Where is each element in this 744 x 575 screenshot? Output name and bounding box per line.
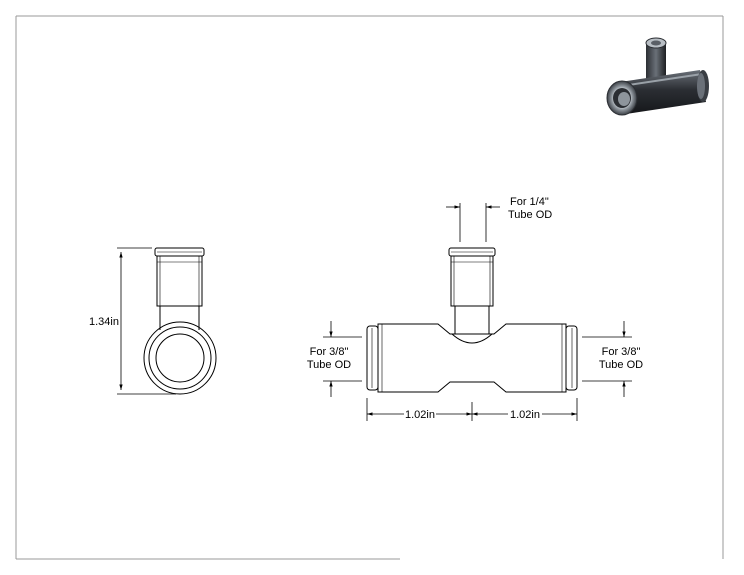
right-tube-label-line1: For 3/8" xyxy=(602,346,641,358)
length-dimension: 1.02in 1.02in xyxy=(366,398,578,421)
right-tube-label-line2: Tube OD xyxy=(599,359,643,371)
height-dimension: 1.34in xyxy=(89,247,176,395)
height-dimension-label: 1.34in xyxy=(89,316,119,328)
left-tube-label-line1: For 3/8" xyxy=(310,346,349,358)
isometric-preview xyxy=(606,37,709,116)
front-view xyxy=(366,247,578,393)
left-length-label: 1.02in xyxy=(405,409,435,421)
right-length-label: 1.02in xyxy=(510,409,540,421)
side-view xyxy=(143,247,217,395)
branch-tube-dimension: For 1/4" Tube OD xyxy=(446,196,552,242)
left-tube-label-line2: Tube OD xyxy=(307,359,351,371)
branch-tube-label-line2: Tube OD xyxy=(508,209,552,221)
branch-tube-label-line1: For 1/4" xyxy=(510,196,549,208)
right-tube-dimension: For 3/8" Tube OD xyxy=(582,321,643,397)
left-tube-dimension: For 3/8" Tube OD xyxy=(307,321,362,397)
drawing-border xyxy=(15,15,724,560)
